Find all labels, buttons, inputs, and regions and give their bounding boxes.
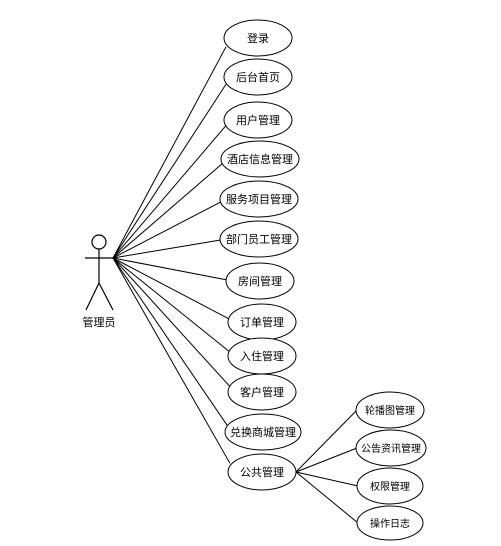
use-case-label: 登录 — [247, 31, 269, 45]
use-case-ellipse — [224, 413, 302, 451]
association-line — [112, 239, 223, 259]
sub-use-case-label: 公告资讯管理 — [361, 442, 421, 455]
use-case[interactable]: 用户管理 — [223, 101, 293, 139]
use-case-label: 兑换商城管理 — [230, 425, 296, 439]
use-case-ellipse — [223, 101, 293, 139]
use-case-ellipse — [225, 262, 295, 300]
sub-use-case-ellipse — [356, 467, 424, 505]
use-case[interactable]: 客户管理 — [227, 373, 297, 411]
use-case-label: 酒店信息管理 — [227, 152, 293, 166]
use-case-label: 服务项目管理 — [226, 192, 292, 206]
use-case[interactable]: 酒店信息管理 — [220, 140, 300, 178]
include-line — [295, 447, 358, 473]
actor-right-leg — [98, 282, 114, 311]
association-line — [112, 257, 231, 320]
use-case-ellipse — [227, 373, 297, 411]
association-line — [112, 125, 227, 259]
association-line — [112, 257, 231, 387]
sub-use-case-label: 权限管理 — [370, 480, 410, 493]
sub-use-case[interactable]: 轮播图管理 — [355, 391, 425, 429]
use-case-label: 公共管理 — [240, 465, 284, 479]
use-case-label: 订单管理 — [240, 315, 284, 329]
include-line — [295, 471, 359, 487]
association-line — [112, 83, 227, 259]
sub-use-case-ellipse — [355, 429, 427, 467]
use-case-ellipse — [223, 58, 293, 96]
actor-head-icon — [91, 234, 107, 250]
association-line — [112, 257, 228, 426]
association-lines — [112, 46, 359, 524]
use-case[interactable]: 公共管理 — [227, 453, 297, 491]
include-line — [295, 409, 358, 473]
actor-name: 管理员 — [83, 315, 116, 329]
sub-use-case[interactable]: 权限管理 — [356, 467, 424, 505]
use-case-label: 后台首页 — [236, 70, 280, 84]
use-case-ellipse — [219, 220, 299, 258]
use-case[interactable]: 部门员工管理 — [219, 220, 299, 258]
use-case-label: 部门员工管理 — [226, 232, 292, 246]
sub-use-case-label: 操作日志 — [370, 517, 410, 530]
association-line — [112, 162, 224, 259]
actor-left-leg — [85, 282, 100, 311]
sub-use-case-ellipse — [355, 391, 425, 429]
use-case[interactable]: 房间管理 — [225, 262, 295, 300]
include-line — [295, 471, 359, 524]
use-case-label: 房间管理 — [238, 274, 282, 288]
use-case[interactable]: 入住管理 — [227, 337, 297, 375]
association-line — [112, 257, 231, 464]
sub-use-case[interactable]: 操作日志 — [356, 505, 424, 541]
use-case[interactable]: 服务项目管理 — [219, 180, 299, 218]
use-case-label: 用户管理 — [236, 113, 280, 127]
use-case[interactable]: 订单管理 — [227, 303, 297, 341]
association-line — [112, 257, 229, 281]
actor-administrator: 管理员 — [83, 234, 116, 329]
use-case-label: 入住管理 — [240, 349, 284, 363]
association-line — [112, 200, 223, 259]
association-line — [112, 46, 227, 259]
association-line — [112, 257, 231, 353]
use-case[interactable]: 后台首页 — [223, 58, 293, 96]
sub-use-case-label: 轮播图管理 — [365, 404, 415, 417]
use-case[interactable]: 兑换商城管理 — [224, 413, 302, 451]
use-case-list: 登录后台首页用户管理酒店信息管理服务项目管理部门员工管理房间管理订单管理入住管理… — [219, 19, 302, 491]
use-case-ellipse — [220, 140, 300, 178]
use-case-ellipse — [219, 180, 299, 218]
sub-use-case-ellipse — [356, 505, 424, 541]
use-case[interactable]: 登录 — [223, 19, 293, 57]
use-case-label: 客户管理 — [240, 385, 284, 399]
use-case-ellipse — [227, 453, 297, 491]
use-case-ellipse — [223, 19, 293, 57]
sub-use-case[interactable]: 公告资讯管理 — [355, 429, 427, 467]
